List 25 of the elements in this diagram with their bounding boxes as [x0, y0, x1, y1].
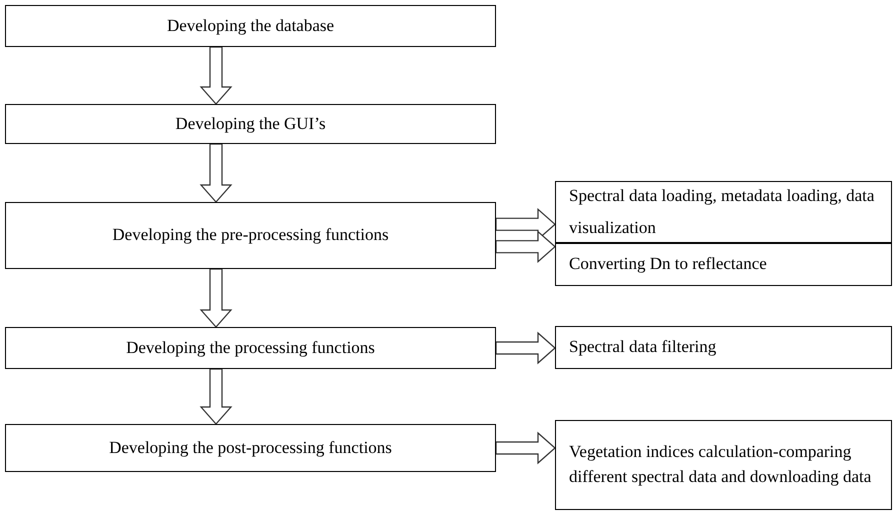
process-box — [5, 424, 496, 472]
box-label: Developing the post-processing functions — [109, 436, 392, 459]
process-box — [5, 327, 496, 369]
hollow-arrow — [200, 368, 232, 425]
box-label: Developing the processing functions — [126, 336, 375, 359]
box-label: Developing the pre-processing functions — [112, 224, 389, 246]
process-box — [5, 202, 496, 269]
hollow-arrow — [200, 46, 232, 105]
process-box — [555, 243, 892, 286]
hollow-arrow — [495, 230, 556, 263]
box-label: Developing the GUI’s — [175, 112, 326, 135]
box-label: Spectral data filtering — [569, 336, 716, 358]
hollow-arrow — [200, 143, 232, 203]
hollow-arrow — [495, 332, 556, 364]
box-label: Spectral data loading, metadata loading, data visualization — [569, 184, 876, 239]
process-box — [555, 181, 892, 243]
process-box — [5, 5, 496, 47]
hollow-arrow — [495, 432, 556, 464]
process-box — [555, 326, 892, 369]
box-label: Developing the database — [166, 14, 334, 37]
process-box — [555, 420, 892, 510]
hollow-arrow — [200, 268, 232, 328]
box-label: Vegetation indices calculation-comparing different spectral data and downloading data — [569, 441, 872, 488]
box-label: Converting Dn to reflectance — [569, 253, 767, 276]
process-box — [5, 104, 496, 144]
